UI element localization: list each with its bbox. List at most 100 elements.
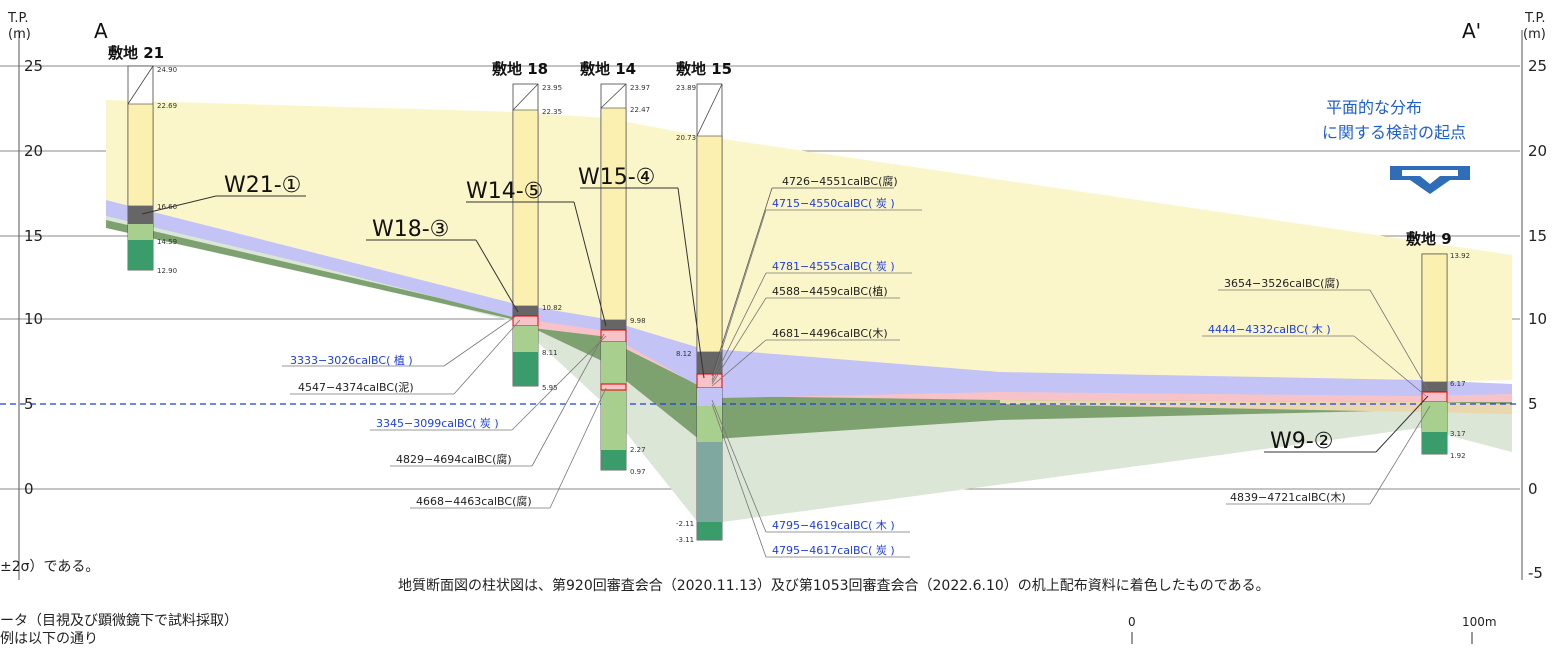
date-label: 3333−3026calBC( 植 ) — [290, 353, 413, 367]
left-axis: T.P. (m) 25 20 15 10 5 0 — [7, 11, 43, 580]
strata-bands — [106, 100, 1512, 525]
elev-s15-4: -3.11 — [676, 536, 694, 544]
site-label-21: 敷地 21 — [108, 44, 164, 62]
elev-s18-4: 5.95 — [542, 384, 558, 392]
note-sigma: ±2σ）である。 — [0, 559, 100, 575]
elev-s21-2: 16.66 — [157, 203, 178, 211]
scale-end: 100m — [1462, 615, 1497, 629]
left-axis-unit-m: (m) — [8, 27, 31, 42]
left-tick-15: 15 — [24, 227, 43, 245]
elev-s21-3: 14.59 — [157, 238, 177, 246]
date-annotation: 4715−4550calBC( 炭 ) — [711, 197, 922, 381]
elev-s21-0: 24.90 — [157, 66, 177, 74]
elev-s15-3: -2.11 — [676, 520, 694, 528]
sample-label-w14: W14-⑤ — [466, 179, 543, 204]
date-label: 4839−4721calBC(木) — [1230, 491, 1346, 504]
elev-s15-1: 20.73 — [676, 134, 696, 142]
right-tick-20: 20 — [1528, 142, 1547, 160]
date-label: 3654−3526calBC(腐) — [1224, 276, 1340, 290]
right-tick-5: 5 — [1528, 395, 1538, 413]
callout-line2: に関する検討の起点 — [1322, 123, 1466, 142]
date-annotation: 4795−4619calBC( 木 ) — [711, 399, 910, 533]
date-label: 4715−4550calBC( 炭 ) — [772, 197, 895, 210]
date-annotation: 4726−4551calBC(腐) — [711, 174, 898, 377]
date-annotations: 4726−4551calBC(腐) 4715−4550calBC( 炭 ) 47… — [282, 174, 1431, 558]
site-label-14: 敷地 14 — [580, 60, 636, 78]
elev-s21-4: 12.90 — [157, 267, 177, 275]
right-tick-minus5: -5 — [1528, 564, 1543, 582]
date-label: 4444−4332calBC( 木 ) — [1208, 323, 1331, 336]
date-annotation: 4681−4496calBC(木) — [711, 327, 900, 387]
date-label: 4547−4374calBC(泥) — [298, 381, 414, 394]
right-tick-15: 15 — [1528, 227, 1547, 245]
right-tick-10: 10 — [1528, 310, 1547, 328]
elev-s15-2: 8.12 — [676, 350, 692, 358]
sample-labels: W21-① W18-③ W14-⑤ W15-④ W9-② — [141, 165, 1429, 454]
date-annotation: 4781−4555calBC( 炭 ) — [711, 260, 912, 383]
left-tick-0: 0 — [24, 480, 34, 498]
right-axis: T.P. (m) 25 20 15 10 5 0 -5 — [1521, 11, 1547, 582]
left-axis-unit-tp: T.P. — [7, 11, 28, 26]
date-label: 4795−4619calBC( 木 ) — [772, 519, 895, 532]
site-label-15: 敷地 15 — [676, 60, 732, 78]
elev-s18-0: 23.95 — [542, 84, 562, 92]
date-annotation: 4444−4332calBC( 木 ) — [1202, 323, 1427, 397]
elev-s14-3: 2.27 — [630, 446, 646, 454]
site-label-9: 敷地 9 — [1406, 230, 1452, 248]
elev-s18-1: 22.35 — [542, 108, 562, 116]
borehole-s18: 敷地 18 23.95 22.35 10.82 8.11 5.95 — [492, 60, 562, 392]
date-annotation: 4668−4463calBC(腐) — [410, 387, 607, 509]
date-annotation: 3654−3526calBC(腐) — [1218, 276, 1429, 391]
right-tick-25: 25 — [1528, 57, 1547, 75]
borehole-s15: 敷地 15 23.89 20.73 8.12 -2.11 -3.11 — [676, 60, 732, 544]
elev-s14-0: 23.97 — [630, 84, 650, 92]
callout-line1: 平面的な分布 — [1326, 98, 1422, 117]
section-label-a-prime: A' — [1462, 19, 1481, 43]
date-annotation: 4588−4459calBC(植) — [711, 284, 900, 385]
date-label: 4795−4617calBC( 炭 ) — [772, 544, 895, 557]
date-annotation: 3345−3099calBC( 炭 ) — [370, 335, 607, 431]
date-annotation: 4795−4617calBC( 炭 ) — [711, 403, 910, 558]
right-tick-0: 0 — [1528, 480, 1538, 498]
date-label: 4829−4694calBC(腐) — [396, 452, 512, 466]
date-label: 4781−4555calBC( 炭 ) — [772, 260, 895, 273]
elev-s9-2: 3.17 — [1450, 430, 1466, 438]
note-legend: 例は以下の通り — [0, 631, 98, 647]
right-axis-unit-tp: T.P. — [1524, 11, 1545, 26]
elev-s14-4: 0.97 — [630, 468, 646, 476]
right-axis-unit-m: (m) — [1523, 27, 1546, 42]
sample-label-w21: W21-① — [224, 173, 301, 198]
date-annotation: 4547−4374calBC(泥) — [290, 319, 521, 395]
date-annotation: 4839−4721calBC(木) — [1226, 405, 1431, 505]
borehole-s21: 敷地 21 24.90 22.69 16.66 14.59 12.90 — [108, 44, 178, 275]
scale-bar: 0 100m — [1128, 615, 1497, 644]
note-source: 地質断面図の柱状図は、第920回審査会合（2020.11.13）及び第1053回… — [398, 578, 1270, 594]
elev-s9-1: 6.17 — [1450, 380, 1466, 388]
date-label: 4726−4551calBC(腐) — [782, 174, 898, 188]
borehole-s14: 敷地 14 23.97 22.47 9.98 2.27 0.97 — [580, 60, 650, 476]
sample-label-w15: W15-④ — [578, 165, 655, 190]
note-data: ータ（目視及び顕微鏡下で試料採取） — [0, 613, 238, 629]
date-label: 4668−4463calBC(腐) — [416, 494, 532, 508]
site-label-18: 敷地 18 — [492, 60, 548, 78]
sample-label-w18: W18-③ — [372, 217, 449, 242]
scale-start: 0 — [1128, 615, 1136, 629]
elev-s21-1: 22.69 — [157, 102, 177, 110]
down-arrow-icon — [1390, 166, 1470, 194]
date-label: 4681−4496calBC(木) — [772, 327, 888, 340]
date-annotation: 3333−3026calBC( 植 ) — [282, 315, 517, 367]
elev-s18-2: 10.82 — [542, 304, 562, 312]
sample-label-w9: W9-② — [1270, 429, 1333, 454]
elev-s14-1: 22.47 — [630, 106, 650, 114]
elev-s15-0: 23.89 — [676, 84, 696, 92]
left-tick-10: 10 — [24, 310, 43, 328]
date-label: 4588−4459calBC(植) — [772, 284, 888, 298]
left-tick-25: 25 — [24, 57, 43, 75]
date-label: 3345−3099calBC( 炭 ) — [376, 417, 499, 430]
elev-s9-3: 1.92 — [1450, 452, 1466, 460]
elev-s9-0: 13.92 — [1450, 252, 1470, 260]
left-tick-20: 20 — [24, 142, 43, 160]
section-label-a: A — [94, 19, 108, 43]
left-tick-5: 5 — [24, 395, 34, 413]
